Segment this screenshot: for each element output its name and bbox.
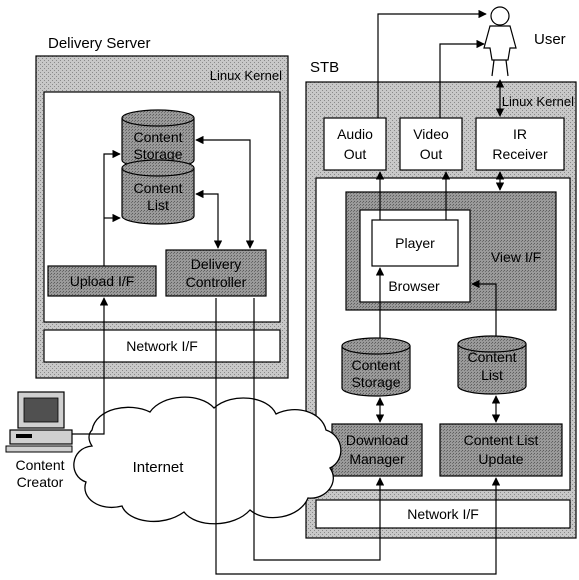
stb-title: STB <box>310 59 339 76</box>
content-creator-label-2: Creator <box>17 474 64 490</box>
user-connectors <box>377 9 505 118</box>
view-if-label: View I/F <box>491 249 541 265</box>
video-out-box <box>399 117 463 171</box>
content-list-update-box <box>439 423 563 477</box>
ir-receiver-box <box>475 117 565 171</box>
user-label: User <box>534 31 566 48</box>
svg-text:Receiver: Receiver <box>492 146 548 162</box>
content-creator-label-1: Content <box>15 457 64 473</box>
server-network-if-box <box>43 329 281 363</box>
network-connectors <box>72 297 501 575</box>
svg-text:Audio: Audio <box>337 126 373 142</box>
player-box <box>371 219 459 267</box>
upload-if-label: Upload I/F <box>70 273 135 289</box>
stb-connectors <box>375 171 505 423</box>
internet-cloud <box>73 396 342 525</box>
audio-out-box <box>323 117 387 171</box>
delivery-controller-box <box>165 249 267 297</box>
upload-if-box <box>47 265 157 297</box>
svg-text:IR: IR <box>513 126 527 142</box>
svg-text:Content List: Content List <box>464 432 539 448</box>
svg-text:Update: Update <box>478 451 523 467</box>
svg-text:Storage: Storage <box>133 146 182 162</box>
stb-content-list: Content List <box>457 335 527 395</box>
stb-network-if-box <box>315 499 571 529</box>
delivery-server-kernel-label: Linux Kernel <box>210 68 282 83</box>
user-icon <box>483 6 517 77</box>
svg-text:List: List <box>147 197 169 213</box>
browser-label: Browser <box>388 278 440 294</box>
svg-text:List: List <box>481 367 503 383</box>
server-network-if-label: Network I/F <box>126 338 198 354</box>
svg-text:Download: Download <box>346 432 408 448</box>
svg-text:Content: Content <box>133 129 182 145</box>
server-content-storage: Content Storage <box>121 109 195 169</box>
stb-kernel-label: Linux Kernel <box>502 94 574 109</box>
svg-text:Video: Video <box>413 126 449 142</box>
delivery-controller-label-1: Delivery <box>191 256 242 272</box>
delivery-server-title: Delivery Server <box>48 35 151 52</box>
player-label: Player <box>395 235 435 251</box>
svg-text:Content: Content <box>467 349 516 365</box>
svg-text:Out: Out <box>420 146 443 162</box>
svg-text:Content: Content <box>351 357 400 373</box>
server-content-list: Content List <box>121 159 195 225</box>
computer-icon <box>5 391 73 453</box>
server-connectors <box>103 135 255 266</box>
delivery-controller-label-2: Controller <box>186 274 247 290</box>
svg-text:Storage: Storage <box>351 374 400 390</box>
stb-network-if-label: Network I/F <box>407 506 479 522</box>
svg-text:Content: Content <box>133 180 182 196</box>
stb-content-storage: Content Storage <box>341 337 411 397</box>
internet-label: Internet <box>133 459 185 476</box>
svg-text:Manager: Manager <box>349 451 405 467</box>
svg-text:Out: Out <box>344 146 367 162</box>
